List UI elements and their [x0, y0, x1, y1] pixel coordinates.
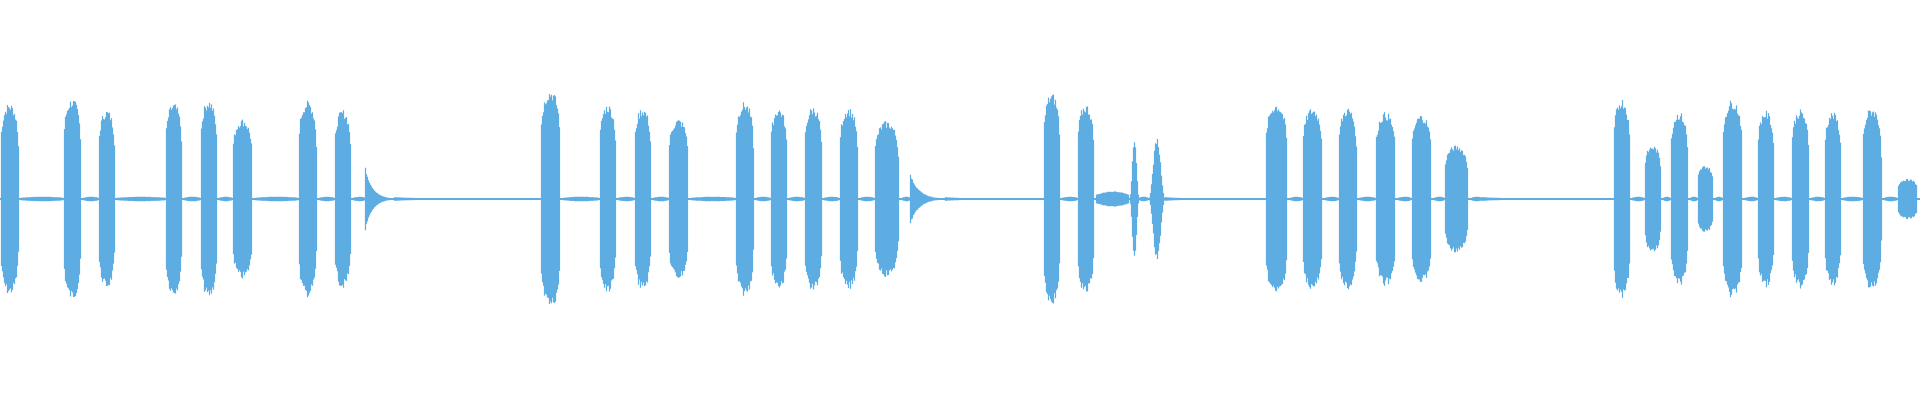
waveform-segment [1397, 196, 1412, 202]
waveform-segment [1324, 196, 1339, 202]
waveform-segment [297, 100, 320, 298]
waveform-segment [1076, 106, 1097, 292]
waveform-segment [1643, 146, 1664, 252]
waveform-segment [218, 196, 233, 202]
waveform-segment [1696, 166, 1716, 232]
waveform-segment [82, 196, 99, 202]
waveform-segment [1301, 109, 1326, 289]
waveform-segment [859, 196, 875, 202]
waveform-segment [1481, 197, 1614, 201]
waveform-segment [1896, 178, 1920, 220]
waveform-segment [1289, 196, 1303, 202]
waveform-segment [1138, 196, 1149, 202]
waveform-segment [1775, 196, 1792, 202]
waveform-segment [1264, 106, 1291, 292]
waveform-segment [1810, 196, 1825, 202]
waveform-segment [539, 94, 564, 304]
waveform-segment [562, 196, 600, 202]
waveform-segment [1714, 196, 1723, 202]
waveform-segment [62, 101, 84, 297]
waveform-segment [755, 196, 771, 202]
waveform-segment [364, 167, 395, 231]
waveform-segment [0, 105, 22, 293]
waveform-segment [633, 110, 654, 288]
waveform-segment [1147, 139, 1166, 259]
waveform-segment [788, 196, 805, 202]
waveform-segment [1689, 196, 1698, 202]
waveform-segment [1095, 191, 1130, 207]
waveform-segment [667, 120, 692, 278]
waveform-segment [318, 196, 335, 202]
waveform-segment [1358, 196, 1376, 202]
waveform-segment [1433, 196, 1445, 202]
waveform-segment [1823, 112, 1844, 286]
waveform-segment [838, 109, 861, 289]
waveform-segment [1061, 196, 1078, 202]
waveform-segment [116, 196, 166, 202]
waveform-segment [1744, 196, 1758, 202]
waveform-segment [803, 108, 825, 290]
waveform-segment [909, 174, 946, 224]
waveform-segment [1612, 100, 1633, 298]
waveform-segment [617, 196, 635, 202]
waveform-segment [944, 197, 1044, 201]
waveform-segment [1164, 197, 1268, 201]
waveform-segment [1721, 100, 1746, 298]
waveform-segment [1128, 142, 1140, 256]
waveform-segment [393, 197, 539, 201]
waveform-segment [769, 110, 790, 288]
waveform-segment [1790, 109, 1812, 289]
waveform-bars [0, 94, 1920, 304]
waveform-segment [1470, 196, 1483, 202]
waveform-segment [690, 196, 736, 202]
waveform-segment [1337, 108, 1360, 290]
waveform-segment [1842, 196, 1863, 202]
waveform-segment [199, 102, 220, 296]
waveform-segment [1631, 196, 1645, 202]
waveform-segment [1756, 110, 1777, 288]
waveform-segment [1669, 113, 1691, 285]
waveform-segment [1410, 116, 1435, 282]
waveform-segment [254, 196, 299, 202]
waveform-segment [333, 110, 354, 288]
waveform-segment [1443, 145, 1472, 253]
waveform-segment [1042, 94, 1063, 304]
waveform-segment [734, 102, 757, 296]
waveform-segment [183, 196, 201, 202]
waveform-segment [1861, 110, 1885, 288]
waveform-segment [164, 104, 185, 294]
waveform-segment [1662, 196, 1671, 202]
waveform-segment [1374, 112, 1399, 286]
waveform-segment [873, 121, 903, 277]
waveform-segment [20, 196, 64, 202]
waveform-segment [231, 119, 256, 279]
waveform-segment [652, 196, 669, 202]
waveform-segment [901, 196, 911, 202]
waveform-segment [598, 106, 619, 292]
waveform-segment [352, 196, 366, 202]
waveform-segment [1883, 196, 1898, 202]
waveform-segment [97, 112, 118, 286]
waveform-segment [823, 196, 840, 202]
